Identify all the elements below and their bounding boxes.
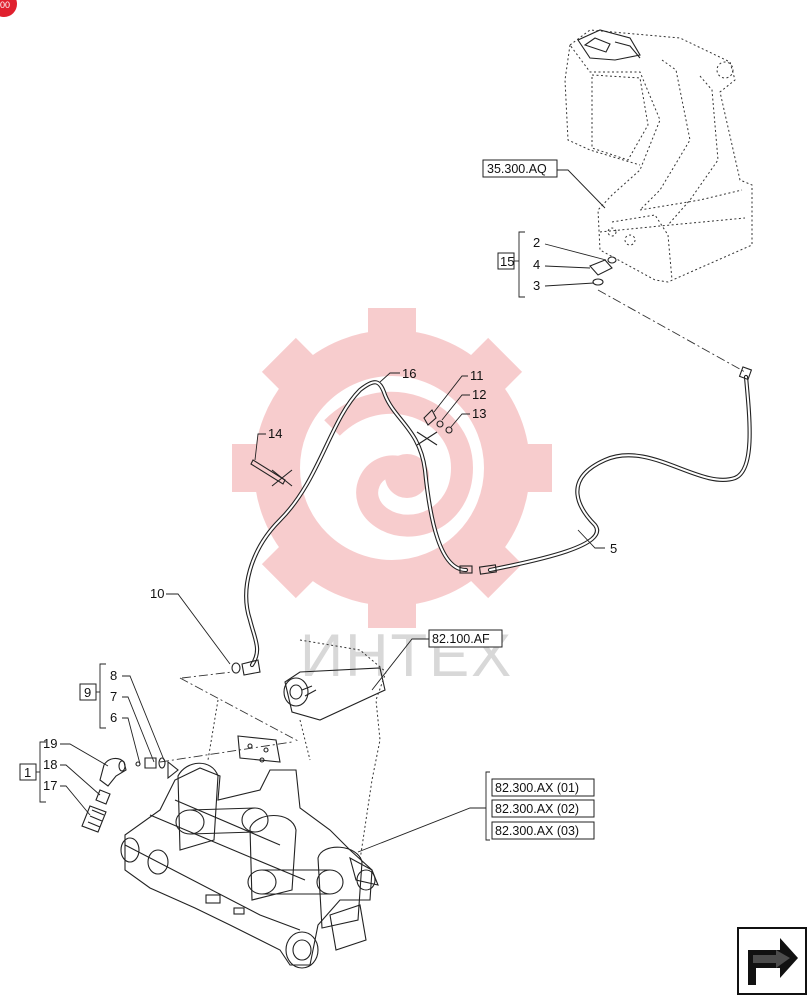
svg-text:6: 6: [110, 710, 117, 725]
coupler-structure: [120, 639, 387, 969]
callout-7[interactable]: 7: [110, 689, 155, 763]
kit-9: 9: [79, 663, 106, 729]
callout-6[interactable]: 6: [110, 710, 141, 765]
callout-18[interactable]: 18: [43, 757, 101, 796]
ref-82300AX-02[interactable]: 82.300.AX (02): [491, 799, 595, 818]
watermark-logo-icon: [232, 308, 552, 628]
hose-16: [231, 380, 473, 676]
callout-16[interactable]: 16: [379, 366, 416, 383]
next-page-arrow-icon[interactable]: [737, 927, 807, 995]
kit-1: 1: [19, 741, 46, 803]
callout-8[interactable]: 8: [110, 668, 165, 761]
svg-text:12: 12: [472, 387, 486, 402]
corner-badge-text: 00: [0, 0, 10, 10]
svg-text:82.300.AX (01): 82.300.AX (01): [495, 781, 579, 795]
svg-text:10: 10: [150, 586, 164, 601]
fitting-parts-9: [135, 757, 166, 769]
callout-11[interactable]: 11: [433, 368, 484, 413]
svg-text:82.100.AF: 82.100.AF: [432, 632, 490, 646]
svg-text:14: 14: [268, 426, 282, 441]
svg-text:16: 16: [402, 366, 416, 381]
svg-text:82.300.AX (03): 82.300.AX (03): [495, 824, 579, 838]
assembly-line-upper: [597, 289, 746, 373]
assembly-line-lower-3: [159, 741, 293, 763]
svg-text:2: 2: [533, 235, 540, 250]
callout-3[interactable]: 3: [533, 278, 595, 293]
svg-text:11: 11: [470, 368, 484, 383]
svg-text:13: 13: [472, 406, 486, 421]
assembly-line-lower-1: [181, 671, 233, 679]
kit-1-label: 1: [24, 765, 31, 780]
svg-text:8: 8: [110, 668, 117, 683]
callout-17[interactable]: 17: [43, 778, 91, 816]
svg-text:82.300.AX (02): 82.300.AX (02): [495, 802, 579, 816]
svg-text:19: 19: [43, 736, 57, 751]
callout-13[interactable]: 13: [450, 406, 486, 428]
callout-5[interactable]: 5: [577, 529, 617, 556]
clamp-parts: [416, 409, 453, 446]
callout-14[interactable]: 14: [254, 426, 282, 461]
svg-text:7: 7: [110, 689, 117, 704]
ref-82300AX-03[interactable]: 82.300.AX (03): [491, 821, 595, 840]
svg-text:5: 5: [610, 541, 617, 556]
kit-15: 15: [497, 231, 525, 298]
callout-19[interactable]: 19: [43, 736, 109, 767]
svg-text:3: 3: [533, 278, 540, 293]
upper-structure: [564, 29, 753, 283]
fitting-parts-15: [589, 256, 617, 286]
ref-82300AX-01[interactable]: 82.300.AX (01): [491, 778, 595, 797]
assembly-line-lower-2: [179, 677, 301, 743]
quick-coupler-parts: [81, 757, 127, 833]
svg-text:18: 18: [43, 757, 57, 772]
kit-15-label: 15: [500, 254, 514, 269]
ref-35300AQ[interactable]: 35.300.AQ: [482, 159, 606, 209]
callout-2[interactable]: 2: [533, 235, 607, 261]
svg-text:4: 4: [533, 257, 540, 272]
corner-badge: 00: [0, 0, 17, 17]
callout-12[interactable]: 12: [441, 387, 486, 421]
kit-9-label: 9: [84, 685, 91, 700]
svg-text:17: 17: [43, 778, 57, 793]
callout-10[interactable]: 10: [150, 586, 231, 665]
callout-4[interactable]: 4: [533, 257, 591, 272]
cable-tie-14: [250, 459, 293, 487]
ref-82300AX-group: 82.300.AX (01) 82.300.AX (02) 82.300.AX …: [357, 771, 595, 853]
hose-5: [478, 366, 753, 575]
svg-text:35.300.AQ: 35.300.AQ: [487, 162, 547, 176]
